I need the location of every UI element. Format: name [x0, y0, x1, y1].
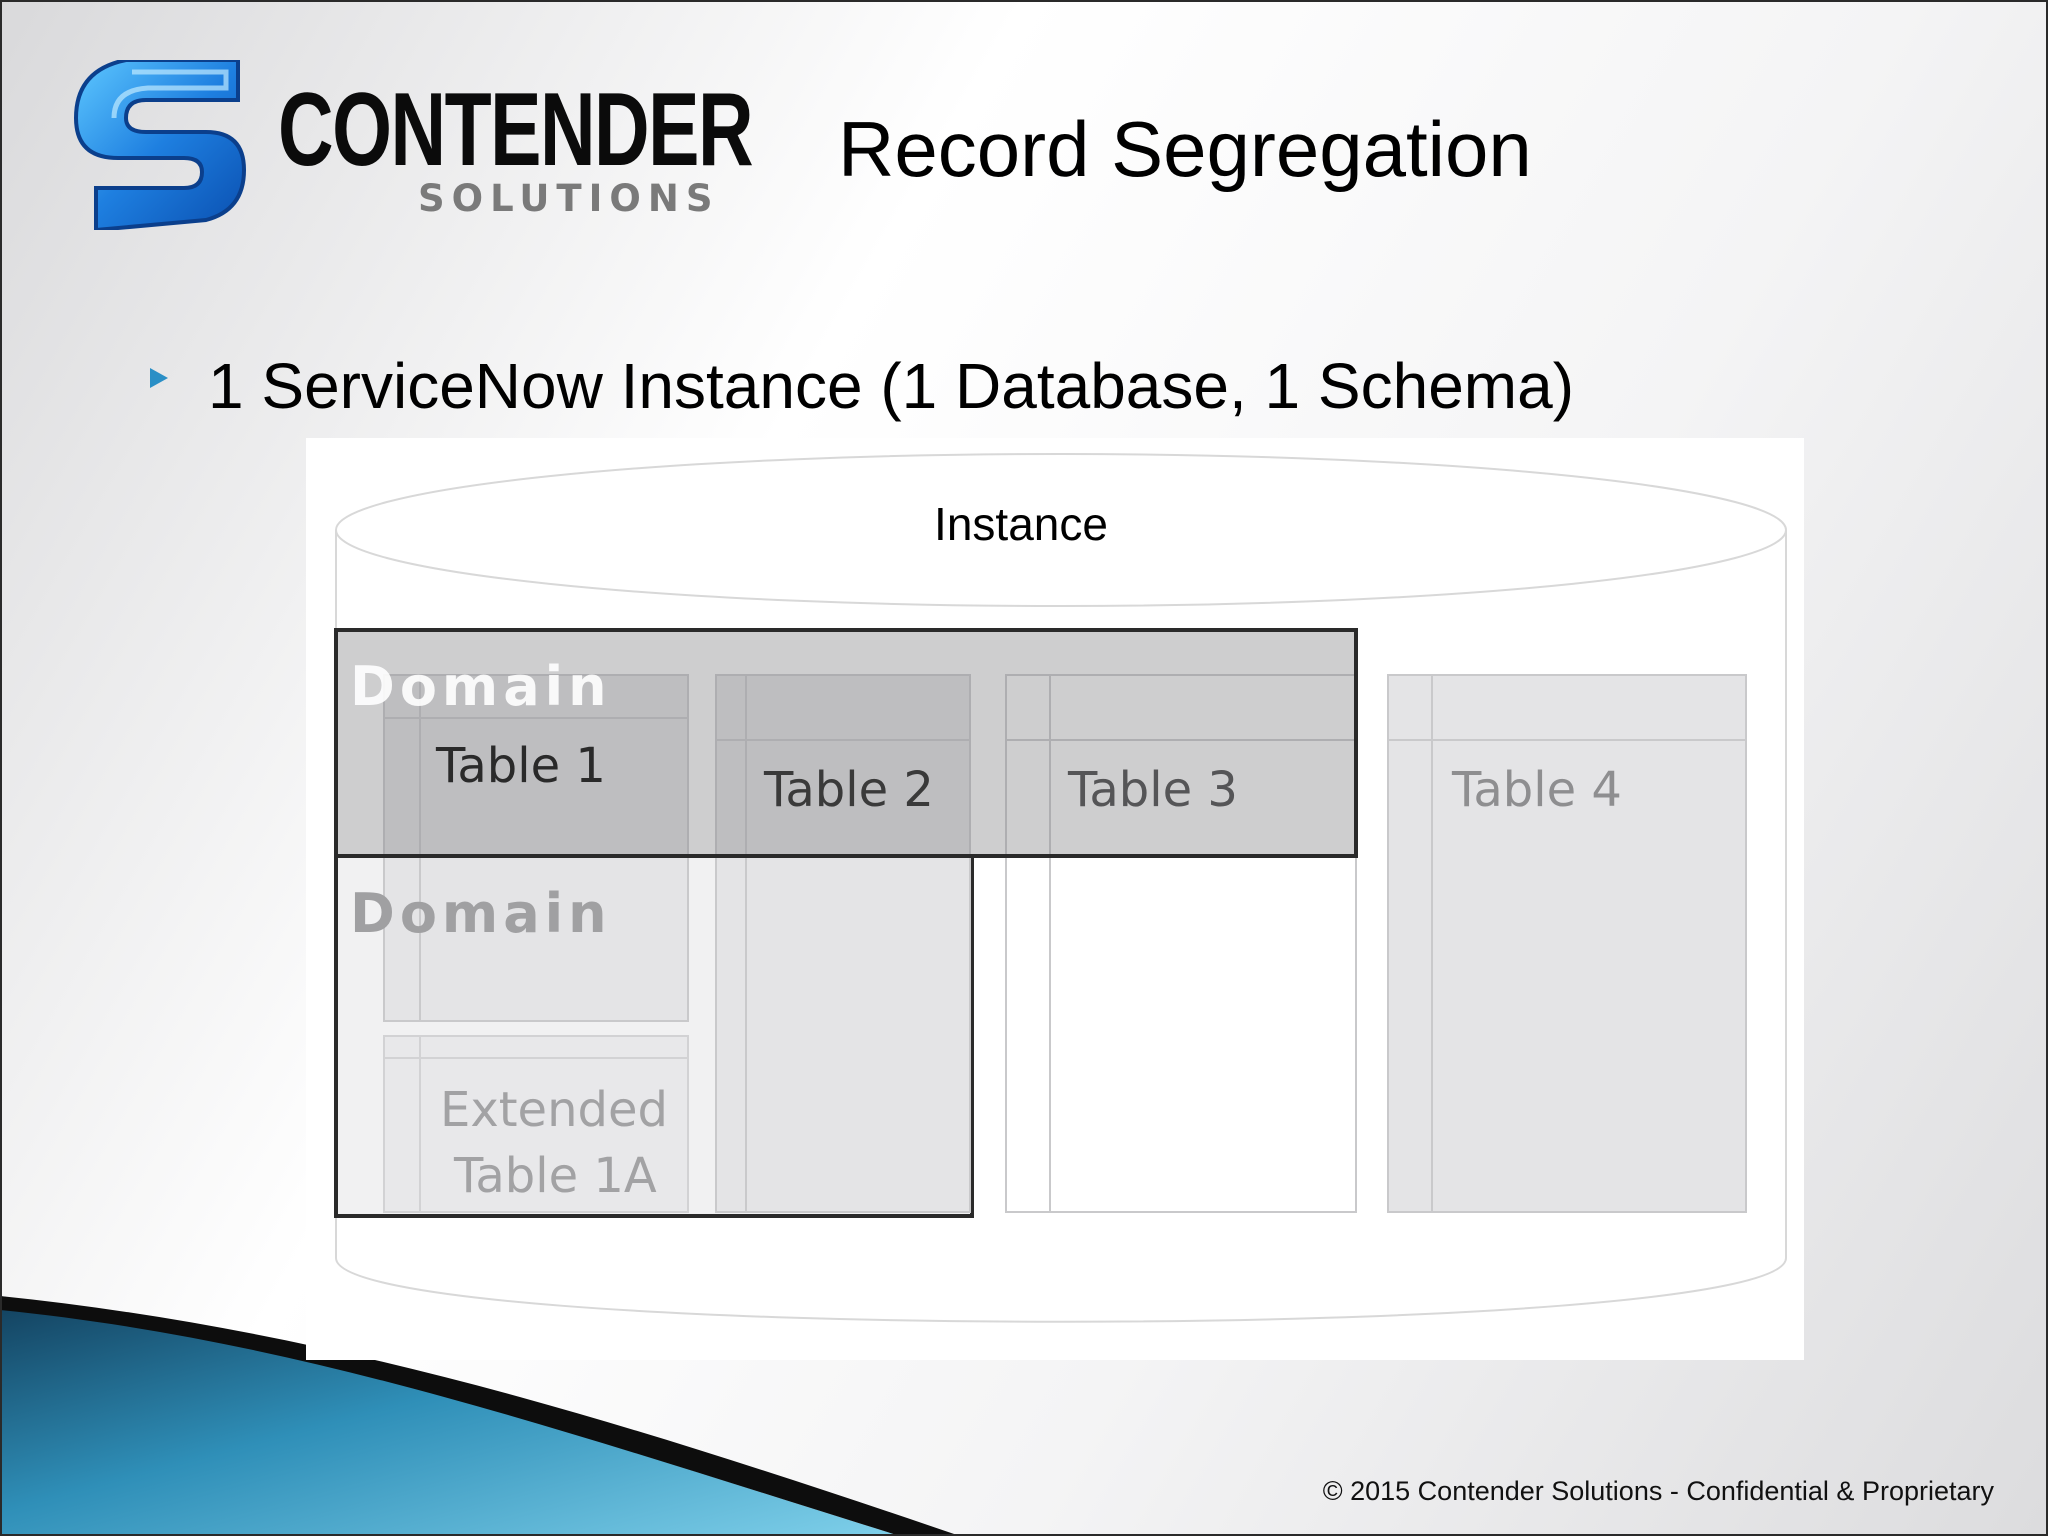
table-4-label: Table 4 [1451, 762, 1622, 818]
slide-title: Record Segregation [838, 105, 1532, 193]
table-1-label: Table 1 [435, 738, 606, 794]
domain-label-upper: Domain [350, 655, 612, 718]
extended-table-1a [383, 1035, 689, 1213]
contender-logo: CONTENDER SOLUTIONS [66, 60, 766, 230]
domain-upper-band [334, 628, 1358, 858]
table-2-label: Table 2 [763, 762, 934, 818]
table-1 [383, 674, 689, 1022]
bullet-arrow-icon [150, 368, 168, 388]
logo-tagline: SOLUTIONS [418, 177, 720, 220]
table-3-label: Table 3 [1067, 762, 1238, 818]
table-4 [1387, 674, 1747, 1213]
instance-label: Instance [934, 498, 1108, 550]
table-3 [1005, 674, 1357, 1213]
logo-wordmark: CONTENDER [278, 72, 754, 188]
table-2 [715, 674, 971, 1213]
copyright-footer: © 2015 Contender Solutions - Confidentia… [1322, 1476, 1994, 1506]
logo-s-icon [73, 60, 246, 230]
bullet-item: 1 ServiceNow Instance (1 Database, 1 Sch… [208, 350, 1574, 422]
extended-table-label-line2: Table 1A [453, 1148, 657, 1204]
domain-label-lower: Domain [350, 882, 612, 945]
extended-table-label-line1: Extended [440, 1082, 668, 1138]
instance-diagram: Instance [306, 438, 1804, 1360]
